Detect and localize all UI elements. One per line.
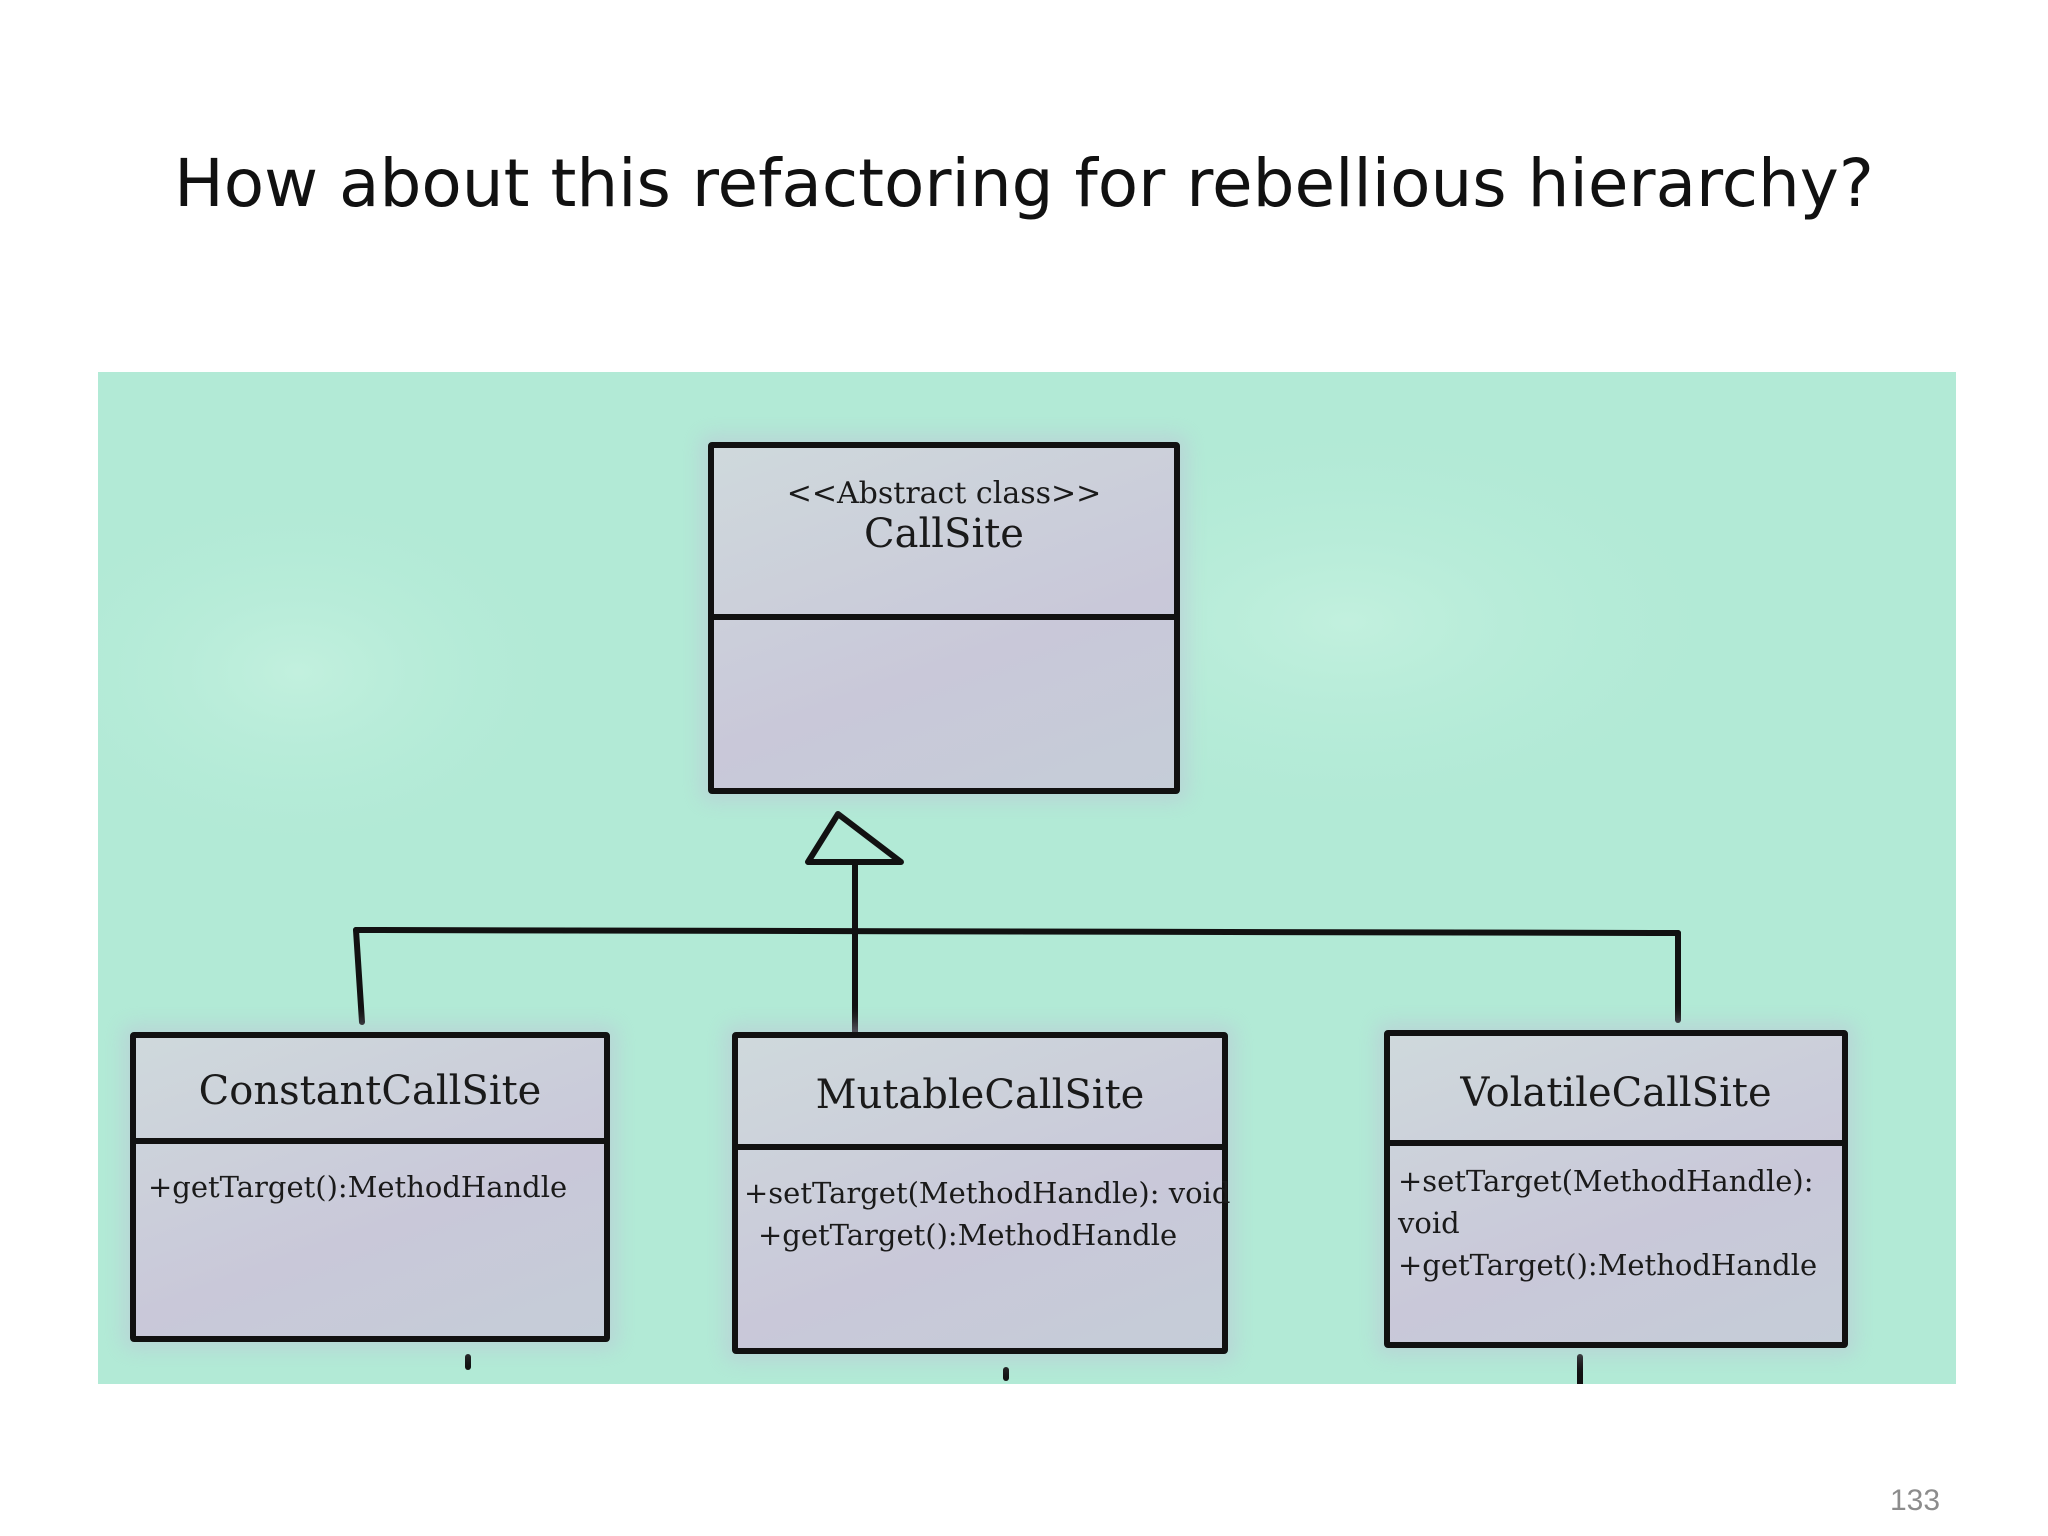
class-callsite: <<Abstract class>> CallSite bbox=[708, 442, 1180, 794]
class-diagram: <<Abstract class>> CallSite ConstantCall… bbox=[98, 372, 1956, 1384]
method-signature: void bbox=[1398, 1202, 1842, 1244]
class-name: ConstantCallSite bbox=[136, 1068, 604, 1114]
horizontal-connector bbox=[356, 930, 1678, 933]
class-volatilecallsite: VolatileCallSite +setTarget(MethodHandle… bbox=[1384, 1030, 1848, 1348]
class-name: MutableCallSite bbox=[738, 1072, 1222, 1118]
class-mutablecallsite: MutableCallSite +setTarget(MethodHandle)… bbox=[732, 1032, 1228, 1354]
stereotype-label: <<Abstract class>> bbox=[714, 448, 1174, 511]
method-signature: +getTarget():MethodHandle bbox=[1398, 1244, 1842, 1286]
method-signature: +getTarget():MethodHandle bbox=[744, 1214, 1222, 1256]
class-name: CallSite bbox=[714, 511, 1174, 557]
method-signature: +setTarget(MethodHandle): bbox=[1398, 1160, 1842, 1202]
method-signature: +getTarget():MethodHandle bbox=[148, 1166, 604, 1208]
class-name: VolatileCallSite bbox=[1390, 1070, 1842, 1116]
class-constantcallsite: ConstantCallSite +getTarget():MethodHand… bbox=[130, 1032, 610, 1342]
method-signature: +setTarget(MethodHandle): void bbox=[744, 1172, 1222, 1214]
slide-title: How about this refactoring for rebelliou… bbox=[0, 148, 2048, 221]
page-number: 133 bbox=[1890, 1484, 1940, 1518]
